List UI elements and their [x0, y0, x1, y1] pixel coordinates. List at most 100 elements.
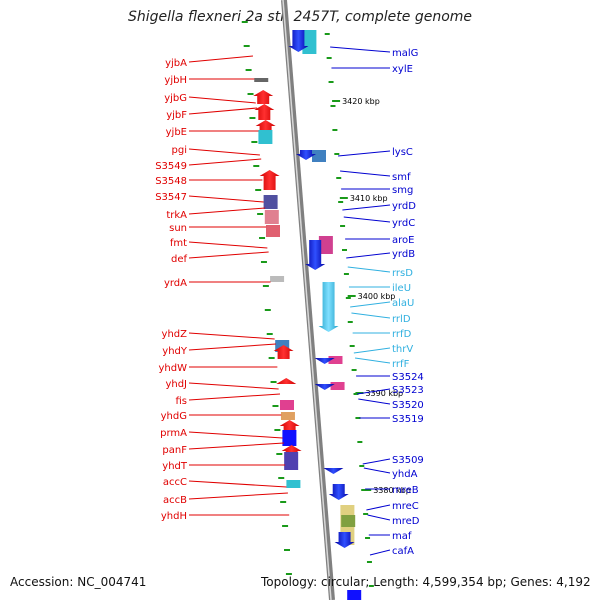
gene-block	[341, 515, 356, 527]
gene-label-maf: maf	[392, 531, 412, 542]
chromosome-backbone	[281, 0, 335, 600]
gene-label-S3549: S3549	[155, 161, 187, 172]
gene-block	[282, 430, 297, 446]
gene-label-accC: accC	[163, 477, 187, 488]
gene-label-rrfF: rrfF	[392, 359, 410, 370]
gene-block	[264, 210, 279, 224]
gene-label-yhdY: yhdY	[162, 346, 188, 357]
leader-line	[188, 251, 269, 259]
kbp-label: 3390 kbp	[365, 389, 403, 398]
leader-line	[358, 398, 391, 405]
reverse-gene-arrow	[314, 384, 335, 390]
gene-label-cafA: cafA	[392, 546, 414, 557]
gene-block	[266, 225, 280, 237]
backbone-highlight	[282, 0, 332, 600]
gene-label-S3523: S3523	[392, 385, 424, 396]
forward-gene-arrow	[273, 345, 294, 359]
leader-line	[188, 393, 281, 401]
gene-label-yhdA: yhdA	[392, 469, 418, 480]
gene-label-yrdA: yrdA	[164, 278, 187, 289]
leader-line	[188, 480, 287, 488]
leader-line	[188, 148, 260, 156]
leader-line	[188, 195, 264, 203]
reverse-gene-arrow	[288, 30, 309, 52]
label-leaders	[188, 46, 391, 556]
gene-label-S3509: S3509	[392, 455, 424, 466]
topology-label: Topology: circular; Length: 4,599,354 bp…	[261, 575, 591, 589]
gene-label-S3548: S3548	[155, 176, 187, 187]
leader-line	[347, 266, 391, 273]
reverse-gene-arrow	[328, 484, 349, 500]
leader-line	[343, 216, 391, 223]
gene-label-yjbA: yjbA	[165, 58, 187, 69]
gene-features	[253, 30, 362, 600]
gene-block	[318, 236, 333, 254]
leader-line	[188, 55, 254, 63]
gene-label-ileU: ileU	[392, 283, 411, 294]
gene-label-yrdD: yrdD	[392, 201, 416, 212]
gene-block	[280, 400, 294, 410]
gene-label-S3547: S3547	[155, 192, 187, 203]
kbp-label: 3400 kbp	[358, 292, 396, 301]
gene-label-smg: smg	[392, 185, 413, 196]
gene-block	[284, 452, 299, 470]
leader-line	[188, 158, 262, 166]
leader-line	[188, 207, 266, 215]
leader-line	[357, 388, 391, 395]
gene-label-rrfD: rrfD	[392, 329, 412, 340]
gene-block	[263, 195, 278, 209]
gene-label-fis: fis	[175, 396, 187, 407]
gene-label-pgi: pgi	[172, 145, 187, 156]
reverse-gene-arrow	[318, 282, 339, 332]
gene-label-smf: smf	[392, 172, 411, 183]
leader-line	[188, 332, 275, 340]
leader-line	[188, 442, 284, 450]
gene-label-yjbH: yjbH	[164, 75, 187, 86]
accession-label: Accession: NC_004741	[10, 575, 147, 589]
forward-gene-arrow	[254, 104, 275, 120]
reverse-gene-arrow	[314, 358, 335, 364]
gene-label-yhdW: yhdW	[159, 363, 188, 374]
gene-label-thrV: thrV	[392, 344, 413, 355]
leader-line	[188, 492, 288, 500]
gene-block	[254, 78, 269, 82]
leader-line	[353, 347, 391, 354]
leader-line	[188, 382, 279, 390]
leader-line	[362, 458, 391, 465]
gene-label-accB: accB	[163, 495, 187, 506]
leader-line	[363, 467, 391, 474]
leader-line	[340, 170, 391, 177]
gene-label-panF: panF	[162, 445, 187, 456]
reverse-gene-arrow	[305, 240, 326, 270]
gene-label-S3520: S3520	[392, 400, 424, 411]
backbone-line	[281, 0, 335, 600]
gene-label-yhdG: yhdG	[161, 411, 187, 422]
gene-label-trkA: trkA	[166, 210, 187, 221]
gene-block	[347, 590, 362, 600]
forward-gene-arrow	[276, 378, 297, 384]
gene-label-yjbG: yjbG	[164, 93, 187, 104]
gene-label-yjbF: yjbF	[166, 110, 187, 121]
gene-label-sun: sun	[169, 223, 187, 234]
gene-label-prmA: prmA	[160, 428, 187, 439]
gene-label-def: def	[171, 254, 188, 265]
leader-line	[346, 252, 391, 259]
leader-line	[330, 46, 391, 53]
leader-line	[188, 431, 283, 439]
reverse-gene-arrow	[296, 150, 316, 160]
gene-label-yjbE: yjbE	[166, 127, 187, 138]
gene-block	[330, 382, 345, 390]
gene-label-malG: malG	[392, 48, 418, 59]
leader-line	[367, 514, 391, 521]
gene-label-rrsD: rrsD	[392, 268, 413, 279]
gene-label-fmt: fmt	[170, 238, 187, 249]
gene-block	[270, 276, 285, 282]
kbp-label: 3420 kbp	[342, 97, 380, 106]
gene-block	[280, 412, 295, 420]
gene-label-mreD: mreD	[392, 516, 420, 527]
gene-label-S3519: S3519	[392, 414, 424, 425]
leader-line	[354, 357, 391, 364]
